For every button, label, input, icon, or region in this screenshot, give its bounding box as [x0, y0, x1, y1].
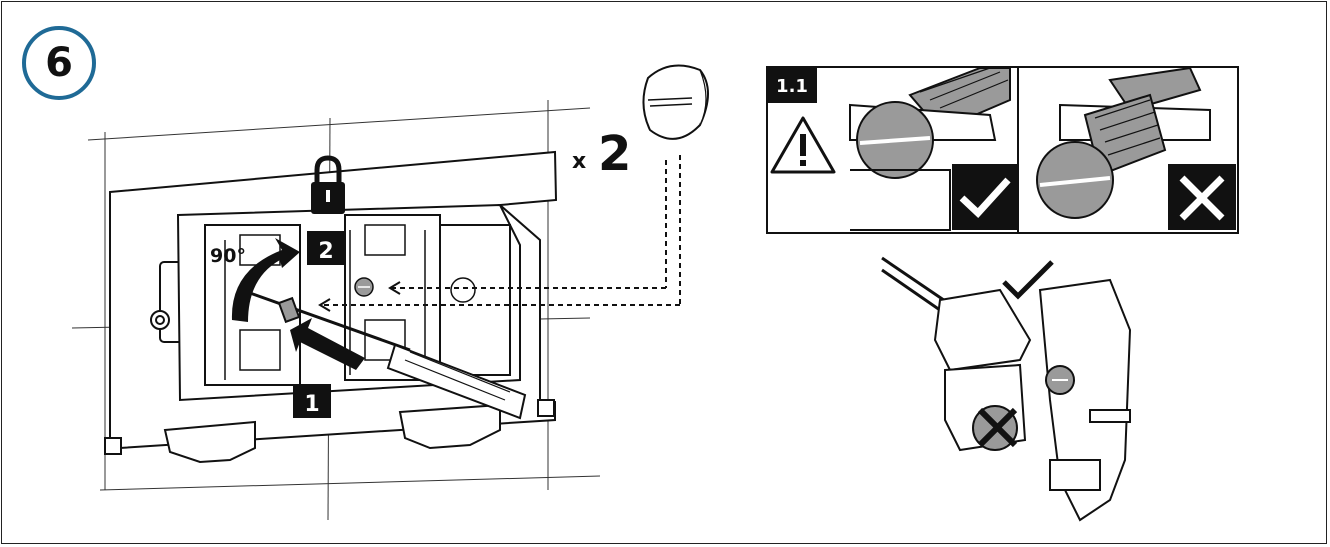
- cover-cap-part: [642, 64, 709, 140]
- step-2-badge: [307, 231, 345, 265]
- dashed-leader-lines: [322, 155, 681, 306]
- step-badge: 6: [22, 26, 96, 100]
- screw-correct-illustration: [849, 67, 1011, 231]
- inset-label: 1.1: [776, 76, 808, 97]
- cross-icon: [1179, 175, 1225, 221]
- step-2-label: 2: [318, 239, 333, 264]
- check-icon: [959, 177, 1011, 218]
- dashed-arrowheads: [318, 281, 401, 312]
- cross-mark-icon: [977, 407, 1018, 448]
- screwdriver: [249, 291, 527, 420]
- quantity-value: 2: [598, 126, 631, 182]
- step-1-label: 1: [304, 392, 319, 417]
- correct-badge: [952, 164, 1018, 230]
- step-number: 6: [45, 40, 73, 86]
- rotation-arrow: [231, 238, 300, 322]
- step-1-badge: [293, 384, 331, 418]
- check-mark-icon: [1002, 260, 1054, 300]
- push-arrow: [290, 318, 365, 370]
- screw-incorrect-illustration: [1036, 66, 1211, 219]
- angle-label: 90°: [210, 245, 246, 267]
- inset-label-box: [767, 67, 817, 103]
- lock-icon: [311, 155, 345, 214]
- quantity-prefix: x: [572, 149, 586, 174]
- warning-icon: [770, 116, 836, 174]
- bracket-detail-illustration: [881, 256, 1132, 522]
